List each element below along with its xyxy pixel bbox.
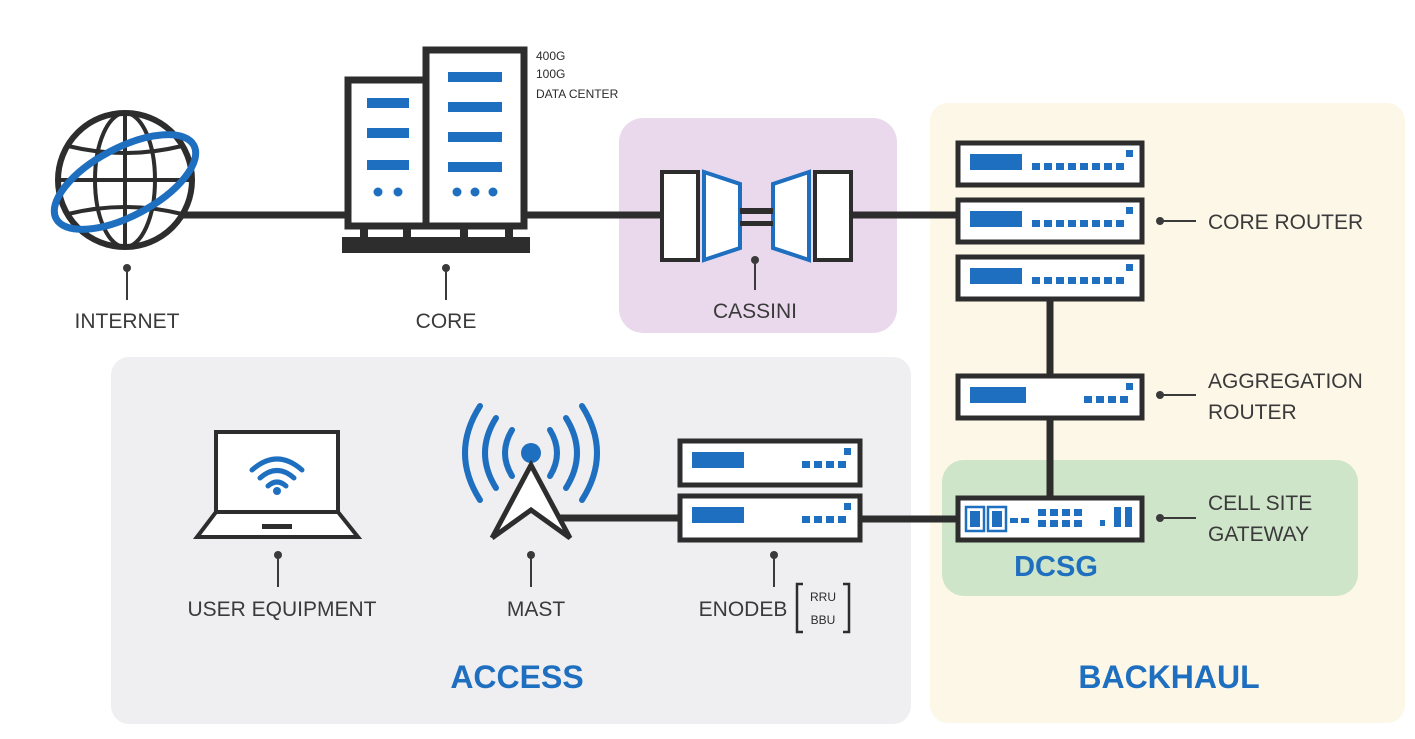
core-router-unit-2 xyxy=(955,197,1145,245)
cassini-icon xyxy=(660,169,853,263)
core-note-3: DATA CENTER xyxy=(536,87,619,101)
dcsg-region xyxy=(942,460,1358,596)
core-router-label: CORE ROUTER xyxy=(1208,211,1363,234)
user-equipment-label: USER EQUIPMENT xyxy=(187,598,376,621)
laptop-icon xyxy=(192,430,363,539)
core-router-unit-1 xyxy=(955,140,1145,188)
enodeb-bracket xyxy=(795,582,851,634)
cell-site-gateway-label-line1: CELL SITE xyxy=(1208,492,1312,515)
access-title: ACCESS xyxy=(450,659,583,695)
aggregation-router-icon xyxy=(955,373,1145,421)
enodeb-sub-rru: RRU xyxy=(810,590,836,604)
aggregation-router-label-line2: ROUTER xyxy=(1208,401,1297,424)
aggregation-router-label-line1: AGGREGATION xyxy=(1208,370,1363,393)
enodeb-sub-bbu: BBU xyxy=(811,613,836,627)
connections xyxy=(178,211,1054,523)
mast-icon xyxy=(462,403,600,541)
enodeb-label: ENODEB xyxy=(699,598,788,621)
mast-label: MAST xyxy=(507,598,566,621)
enodeb-unit-2 xyxy=(677,493,863,543)
globe-icon xyxy=(50,110,200,250)
core-note-2: 100G xyxy=(536,67,565,81)
core-label: CORE xyxy=(416,310,477,333)
wifi-icon xyxy=(249,456,305,495)
dcsg-label: DCSG xyxy=(1014,551,1098,583)
enodeb-unit-1 xyxy=(677,438,863,488)
gateway-icon xyxy=(955,495,1145,543)
core-note-1: 400G xyxy=(536,49,565,63)
router-icon xyxy=(955,140,1145,302)
cassini-label: CASSINI xyxy=(713,300,797,323)
enodeb-icon xyxy=(677,438,863,543)
server-icon xyxy=(342,46,530,253)
internet-label: INTERNET xyxy=(75,310,180,333)
cell-site-gateway-label-line2: GATEWAY xyxy=(1208,523,1309,546)
backhaul-title: BACKHAUL xyxy=(1078,659,1259,695)
core-router-unit-3 xyxy=(955,254,1145,302)
